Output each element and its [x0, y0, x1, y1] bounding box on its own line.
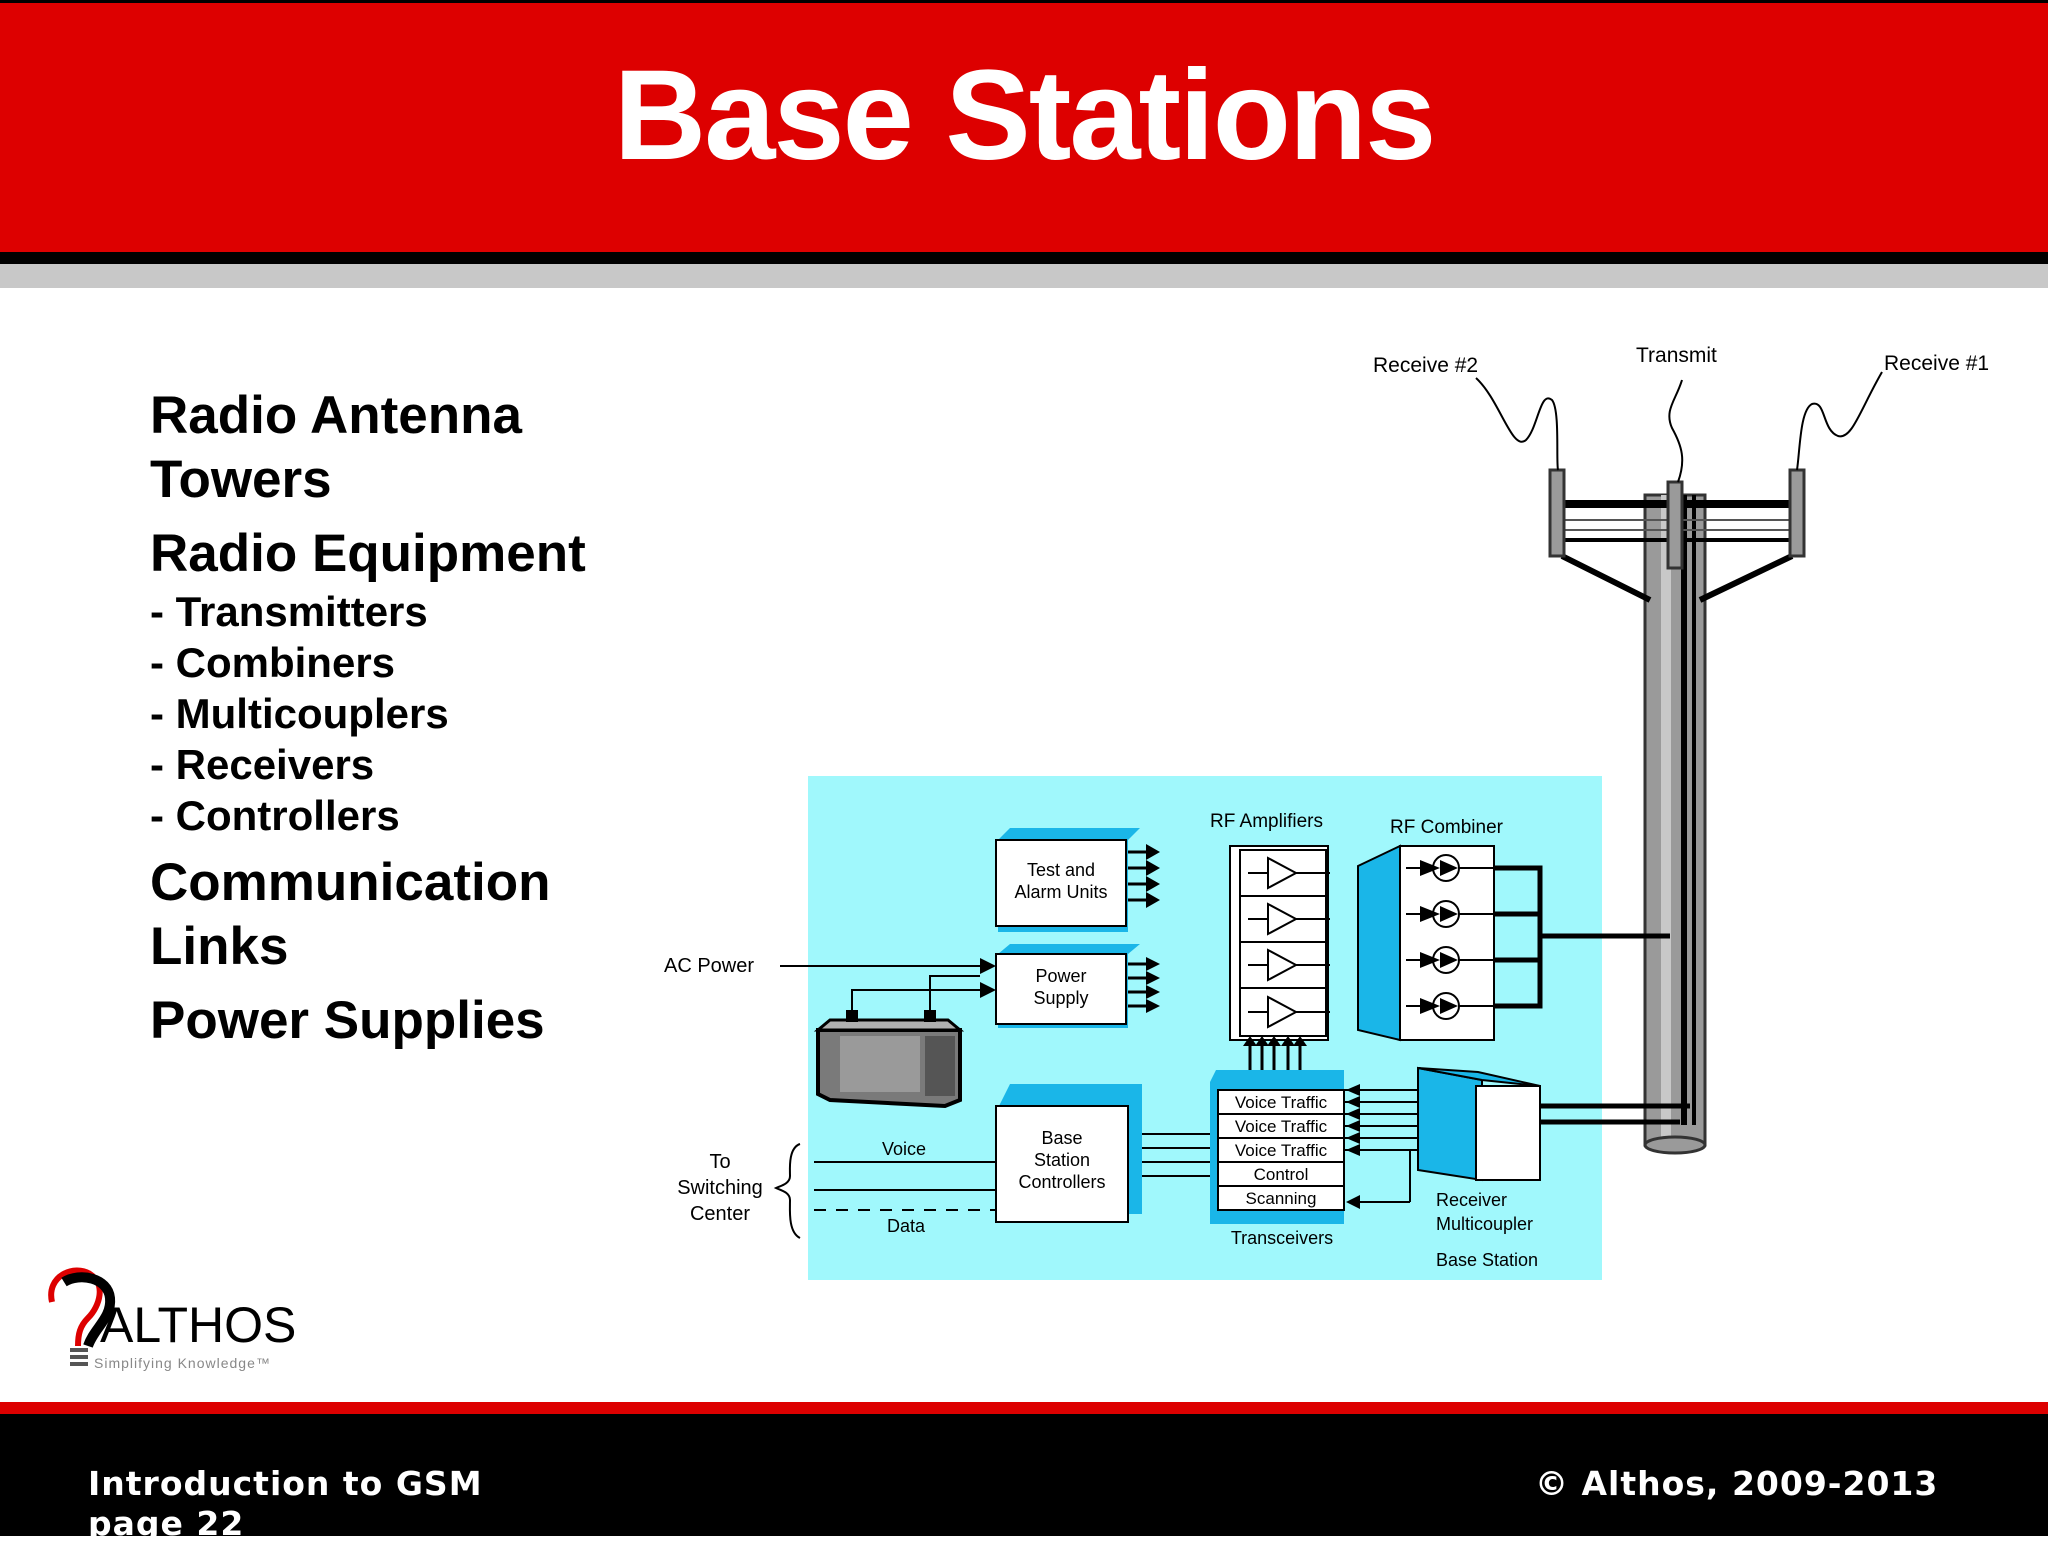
switching-line2: Switching: [677, 1177, 763, 1199]
switching-line3: Center: [690, 1203, 750, 1225]
base-station-label: Base Station: [1436, 1250, 1538, 1270]
transmit-label: Transmit: [1636, 344, 1717, 367]
sub-bullet-multicouplers: - Multicouplers: [150, 690, 449, 737]
test-alarm-line2: Alarm Units: [1014, 882, 1107, 902]
transceiver-row-voice-2: Voice Traffic: [1235, 1117, 1328, 1136]
switching-line1: To: [709, 1151, 730, 1173]
transceiver-row-control: Control: [1254, 1165, 1309, 1184]
bullet-list: Radio Antenna Towers Radio Equipment - T…: [150, 384, 670, 1053]
transceiver-row-scanning: Scanning: [1246, 1189, 1317, 1208]
transceiver-row-voice-3: Voice Traffic: [1235, 1141, 1328, 1160]
receive-1-label: Receive #1: [1884, 352, 1989, 375]
power-supply-box: Power Supply: [995, 944, 1160, 1028]
footer-bar: [0, 1414, 2048, 1536]
transmit-antenna: [1666, 480, 1684, 570]
test-alarm-line1: Test and: [1027, 860, 1095, 880]
sub-bullet-controllers: - Controllers: [150, 792, 400, 839]
receive-1-antenna: [1788, 468, 1806, 558]
althos-logo: ALTHOS Simplifying Knowledge™: [30, 1262, 360, 1382]
power-supply-line1: Power: [1035, 966, 1086, 986]
bullet-radio-antenna: Radio Antenna: [150, 386, 522, 445]
receiver-multicoupler-line2: Multicoupler: [1436, 1214, 1533, 1234]
althos-logo-mark: ALTHOS Simplifying Knowledge™: [48, 1267, 296, 1371]
course-title: Introduction to GSM: [88, 1464, 483, 1503]
test-alarm-units-box: Test and Alarm Units: [995, 828, 1160, 932]
receiver-multicoupler-box: [1417, 1066, 1690, 1182]
base-station-controllers-box: Base Station Controllers: [995, 1084, 1212, 1223]
transceivers-label: Transceivers: [1231, 1228, 1333, 1248]
transceivers-box: Voice Traffic Voice Traffic Voice Traffi…: [1210, 1070, 1418, 1248]
page-number: page 22: [88, 1504, 245, 1543]
title-bar: Base Stations: [0, 0, 2048, 252]
bullet-communication: Communication: [150, 853, 551, 912]
bullet-towers: Towers: [150, 450, 332, 509]
title-divider-gray: [0, 264, 2048, 288]
rf-amplifiers-label: RF Amplifiers: [1210, 811, 1323, 832]
logo-tagline: Simplifying Knowledge™: [94, 1355, 271, 1371]
bullet-links: Links: [150, 917, 289, 976]
receive-2-antenna: [1548, 468, 1566, 558]
receiver-multicoupler-line1: Receiver: [1436, 1190, 1507, 1210]
antenna-tower: [1475, 371, 1883, 1155]
bsc-line2: Station: [1034, 1150, 1090, 1170]
logo-wordmark: ALTHOS: [100, 1297, 296, 1353]
transceiver-row-voice-1: Voice Traffic: [1235, 1093, 1328, 1112]
bsc-line3: Controllers: [1018, 1172, 1105, 1192]
base-station-diagram: Receive #2 Transmit Receive #1 Test and …: [664, 344, 1989, 1280]
bullet-radio-equipment: Radio Equipment: [150, 524, 586, 583]
bsc-line1: Base: [1041, 1128, 1082, 1148]
sub-bullet-receivers: - Receivers: [150, 741, 375, 788]
battery-icon: [813, 975, 996, 1109]
sub-bullet-transmitters: - Transmitters: [150, 588, 428, 635]
sub-bullet-combiners: - Combiners: [150, 639, 396, 686]
receive-2-label: Receive #2: [1373, 354, 1478, 377]
voice-label: Voice: [882, 1139, 926, 1159]
footer-accent-bar: [0, 1402, 2048, 1414]
footer-course-info: Introduction to GSM page 22: [88, 1464, 483, 1544]
bullet-power-supplies: Power Supplies: [150, 991, 545, 1050]
rf-combiner-box: [1357, 844, 1670, 1042]
slide-title: Base Stations: [613, 44, 1437, 187]
rf-combiner-label: RF Combiner: [1390, 817, 1504, 838]
title-divider-dark: [0, 252, 2048, 264]
ac-power-label: AC Power: [664, 955, 754, 977]
rf-amplifiers-box: [1229, 845, 1330, 1080]
copyright-notice: © Althos, 2009-2013: [1535, 1464, 1939, 1503]
data-label: Data: [887, 1216, 926, 1236]
power-supply-line2: Supply: [1033, 988, 1088, 1008]
